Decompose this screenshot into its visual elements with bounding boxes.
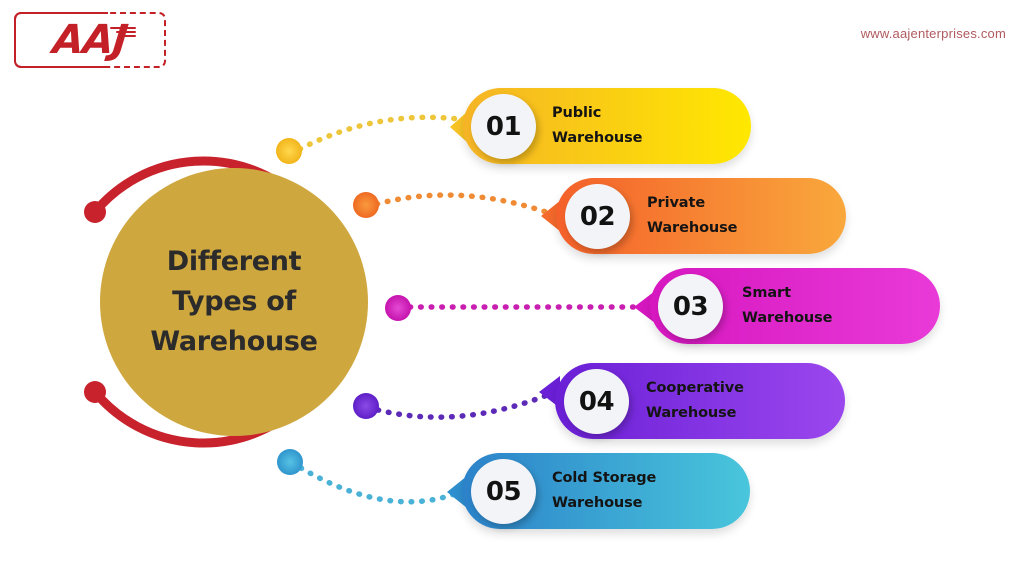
connector-line-04 [375,391,553,420]
website-url[interactable]: www.aajenterprises.com [860,26,1006,41]
item-label-02: Private Warehouse [647,195,738,236]
item-label-05: Cold Storage Warehouse [552,470,657,511]
item-number-05: 05 [485,476,522,507]
item-number-03: 03 [672,291,709,322]
item-label-03: Smart Warehouse [742,285,833,326]
card-tail-03 [634,291,655,323]
aaj-logo[interactable]: AAJ [14,12,166,68]
connector-node-03[interactable] [385,295,411,321]
item-number-02: 02 [579,201,616,232]
item-card-04[interactable]: 04 Cooperative Warehouse [555,363,845,439]
item-number-04: 04 [578,386,615,417]
item-label-04: Cooperative Warehouse [646,380,744,421]
item-badge-04: 04 [564,369,629,434]
item-card-02[interactable]: 02 Private Warehouse [556,178,846,254]
connector-node-04[interactable] [353,393,379,419]
item-badge-03: 03 [658,274,723,339]
item-card-03[interactable]: 03 Smart Warehouse [650,268,940,344]
connector-line-01 [297,114,469,152]
hub-circle: Different Types of Warehouse [100,168,368,436]
hub-title: Different Types of Warehouse [150,246,318,357]
item-number-01: 01 [485,111,522,142]
item-label-01: Public Warehouse [552,105,643,146]
connector-node-02[interactable] [353,192,379,218]
item-badge-05: 05 [471,459,536,524]
card-tail-04 [539,376,560,408]
item-badge-01: 01 [471,94,536,159]
logo-speed-lines-icon [110,27,136,39]
item-card-05[interactable]: 05 Cold Storage Warehouse [462,453,750,529]
item-card-01[interactable]: 01 Public Warehouse [463,88,751,164]
connector-line-02 [374,192,555,217]
connector-node-01[interactable] [276,138,302,164]
logo-solid-frame-icon [14,12,109,68]
connector-line-05 [298,465,463,505]
connector-node-05[interactable] [277,449,303,475]
item-badge-02: 02 [565,184,630,249]
